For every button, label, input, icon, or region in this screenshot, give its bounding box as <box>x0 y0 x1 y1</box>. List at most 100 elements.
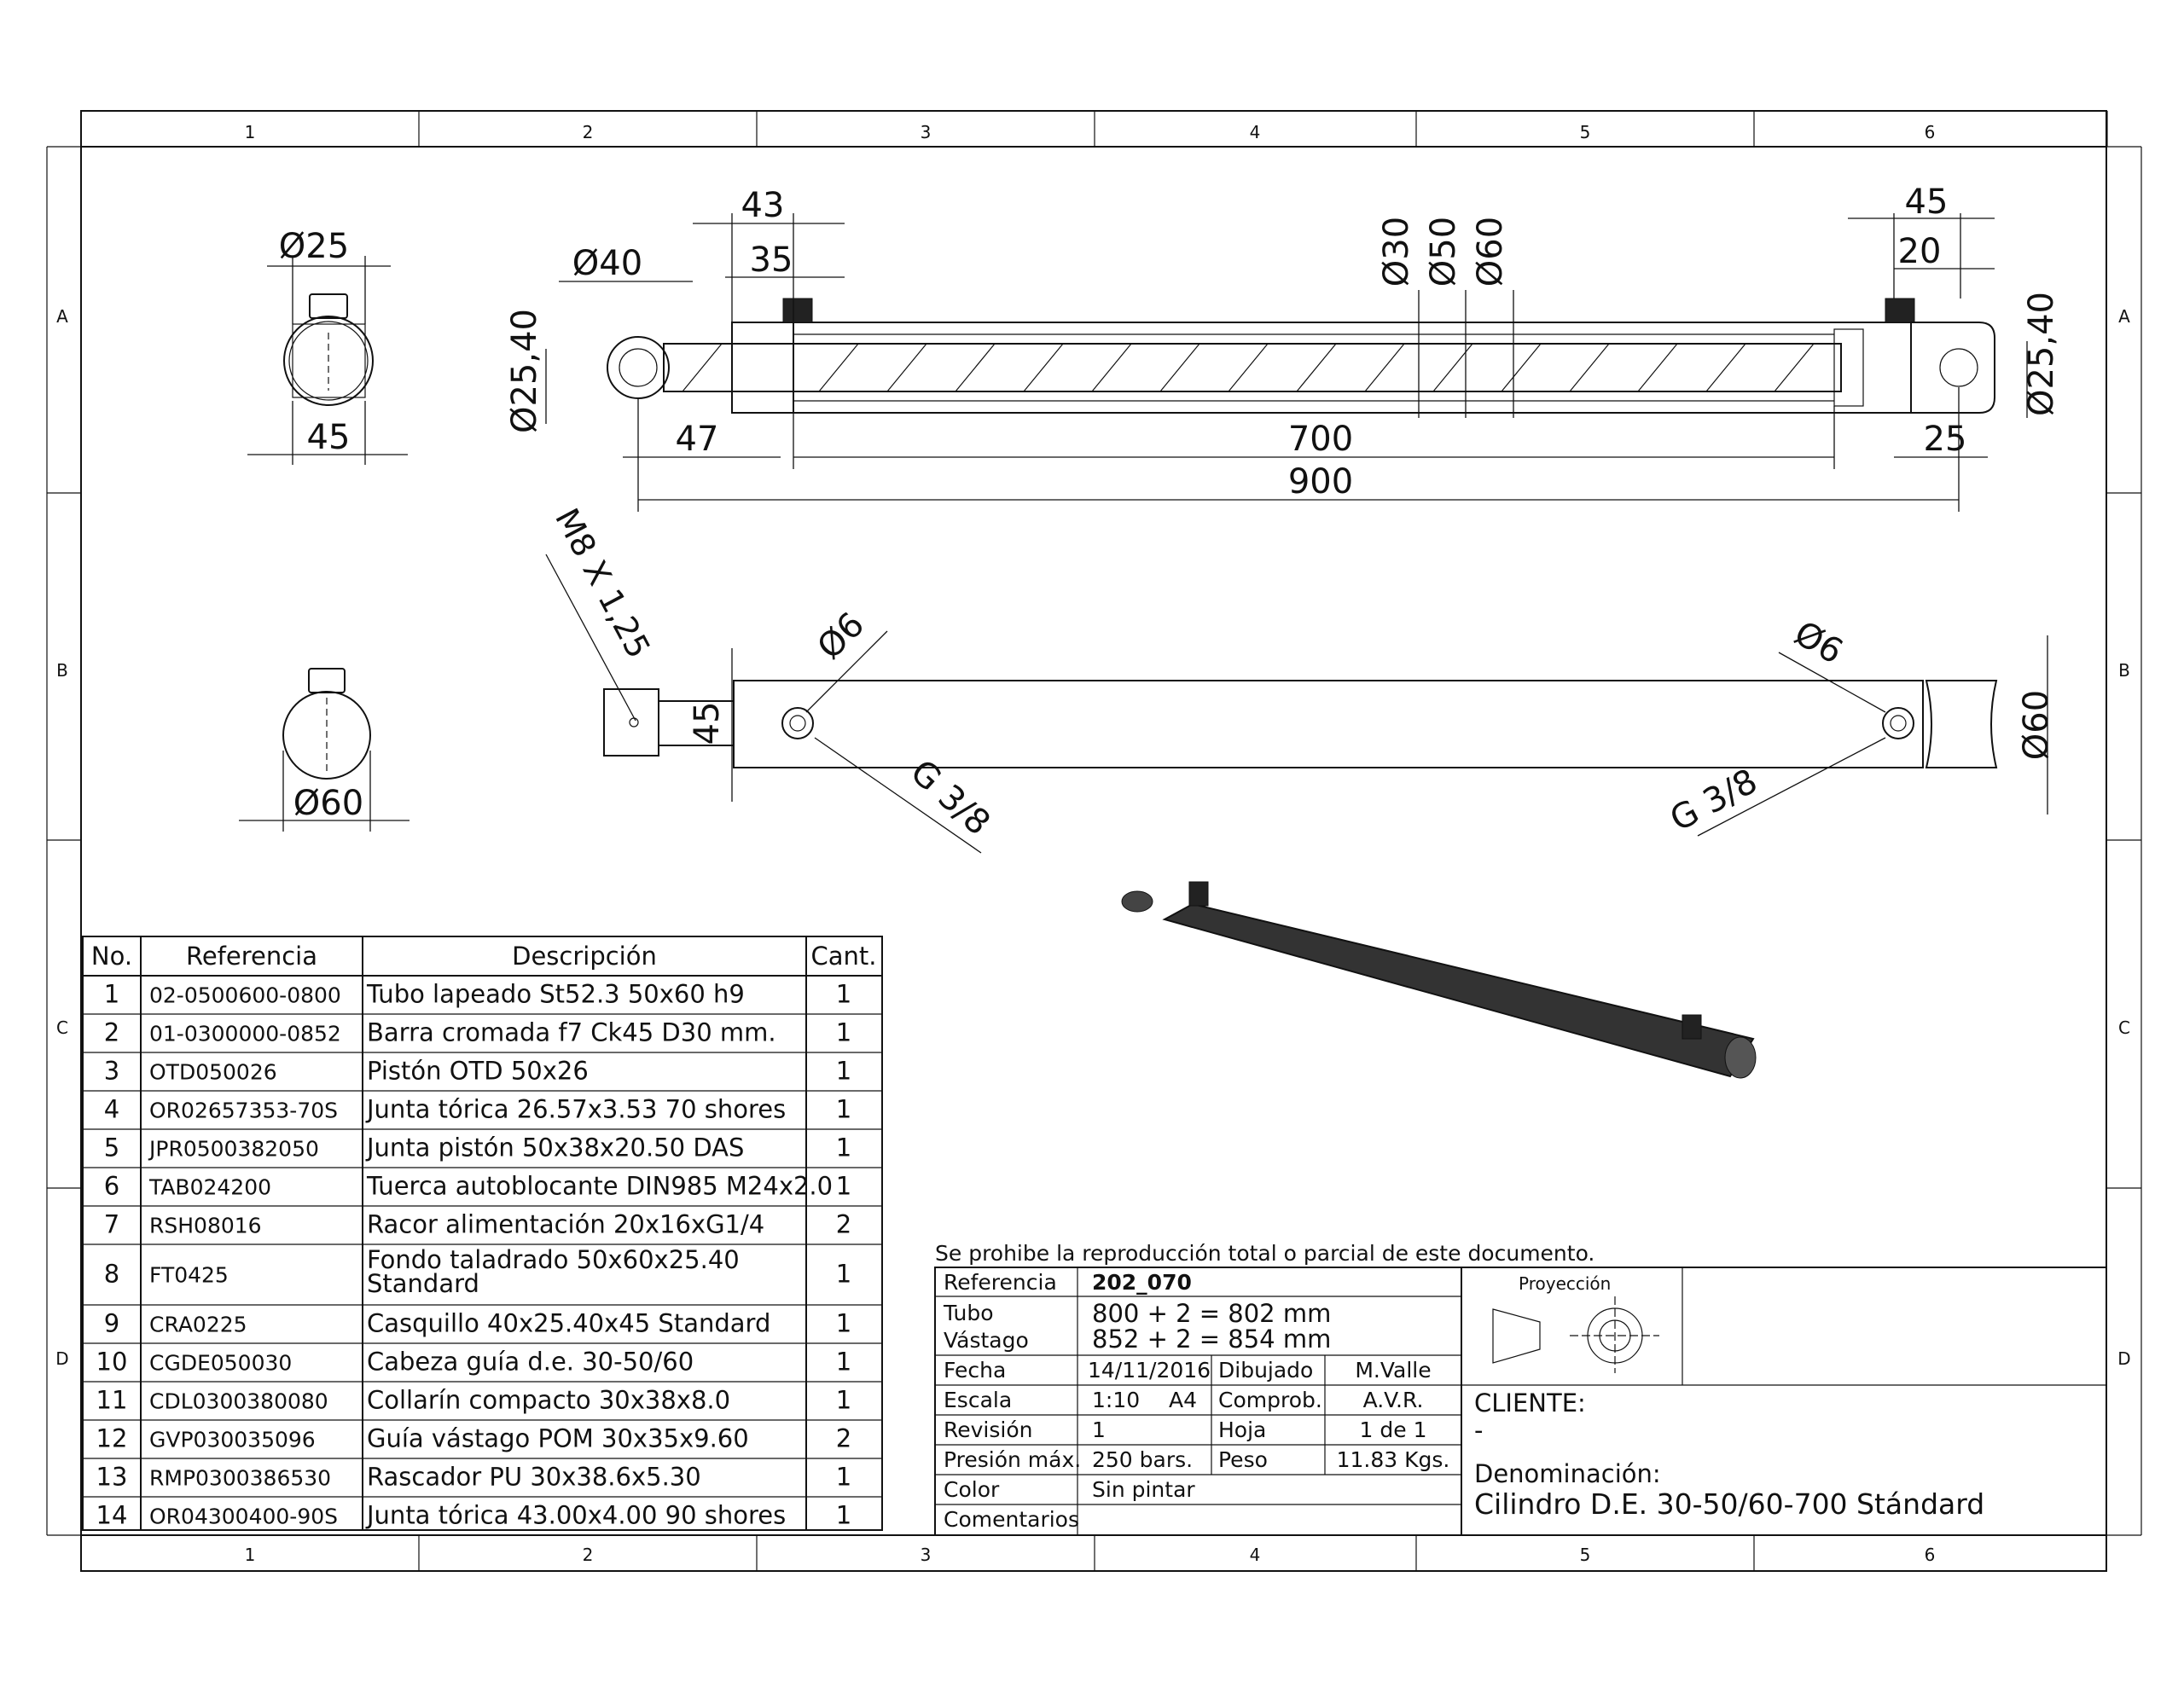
zone-col-5-top: 5 <box>1580 122 1591 142</box>
bom-cell: 1 <box>836 980 851 1009</box>
dim-700: 700 <box>1288 420 1353 459</box>
zone-col-3-top: 3 <box>921 122 932 142</box>
bom-cell: GVP030035096 <box>149 1428 316 1452</box>
zone-row-b-right: B <box>2118 660 2130 681</box>
dim-d40: Ø40 <box>572 244 642 283</box>
dim-end-45: 45 <box>307 418 351 457</box>
bom-cell: Barra cromada f7 Ck45 D30 mm. <box>367 1018 776 1047</box>
tb-color-label: Color <box>944 1477 1000 1502</box>
tb-color-value: Sin pintar <box>1092 1477 1195 1502</box>
dim-d50: Ø50 <box>1424 217 1463 287</box>
bom-cell: 02-0500600-0800 <box>149 983 341 1008</box>
bom-cell: 2 <box>836 1210 851 1239</box>
label-thread: M8 X 1,25 <box>548 502 658 664</box>
bom-cell: 1 <box>836 1172 851 1201</box>
bom-cell: Junta tórica 26.57x3.53 70 shores <box>365 1095 786 1124</box>
tb-notice: Se prohibe la reproducción total o parci… <box>935 1241 1594 1266</box>
bom-cell: 1 <box>836 1386 851 1415</box>
tb-dibujado-label: Dibujado <box>1218 1358 1313 1383</box>
tb-cliente-label: CLIENTE: <box>1474 1388 1586 1417</box>
bom-cell: TAB024200 <box>148 1175 271 1200</box>
title-block: Se prohibe la reproducción total o parci… <box>934 1241 2107 1536</box>
isometric-view <box>1121 881 1757 1079</box>
dim-900: 900 <box>1288 462 1353 501</box>
bom-cell: RMP0300386530 <box>149 1466 331 1491</box>
dim-d25: Ø25 <box>279 227 349 266</box>
bom-cell: 1 <box>836 1348 851 1377</box>
bom-header-qty: Cant. <box>811 942 877 971</box>
tb-cliente-value: - <box>1474 1416 1483 1445</box>
bom-cell: Cabeza guía d.e. 30-50/60 <box>367 1348 694 1377</box>
bom-cell: FT0425 <box>149 1263 229 1288</box>
zone-labels: 1 2 3 4 5 6 1 2 3 4 5 6 A B C D A B C D <box>55 122 2130 1565</box>
tb-denominacion-value: Cilindro D.E. 30-50/60-700 Stándard <box>1474 1487 1984 1521</box>
bom-cell: Guía vástago POM 30x35x9.60 <box>367 1424 749 1453</box>
bom-cell: 1 <box>836 1057 851 1086</box>
bom-cell: RSH08016 <box>149 1214 262 1238</box>
bom-cell: 4 <box>104 1095 119 1124</box>
bom-cell: JPR0500382050 <box>148 1137 319 1162</box>
tb-hoja-value: 1 de 1 <box>1360 1417 1427 1442</box>
end-view-barrel: Ø60 <box>239 668 410 832</box>
tb-fecha-value: 14/11/2016 <box>1088 1358 1211 1383</box>
zone-col-2-top: 2 <box>583 122 594 142</box>
zone-row-d-right: D <box>2117 1348 2130 1369</box>
bom-cell: 7 <box>104 1210 119 1239</box>
bom-cell: 13 <box>96 1463 128 1492</box>
zone-col-4-bottom: 4 <box>1250 1545 1261 1565</box>
zone-col-6-bottom: 6 <box>1925 1545 1936 1565</box>
bom-header-desc: Descripción <box>512 942 657 971</box>
bom-cell: 1 <box>836 1133 851 1162</box>
tb-fecha-label: Fecha <box>944 1358 1006 1383</box>
bom-cell: 8 <box>104 1260 119 1289</box>
bom-cell: Racor alimentación 20x16xG1/4 <box>367 1210 764 1239</box>
bom-cell: 5 <box>104 1133 119 1162</box>
bom-cell: OR04300400-90S <box>149 1504 338 1529</box>
zone-col-6-top: 6 <box>1925 122 1936 142</box>
dim-35: 35 <box>750 241 793 280</box>
dim-d30: Ø30 <box>1377 217 1416 287</box>
tb-tubo-value: 800 + 2 = 802 mm <box>1092 1299 1331 1328</box>
dim-d60: Ø60 <box>1471 217 1510 287</box>
bom-cell: 1 <box>836 1260 851 1289</box>
zone-col-3-bottom: 3 <box>921 1545 932 1565</box>
bom-header-ref: Referencia <box>186 942 317 971</box>
zone-row-a-right: A <box>2118 306 2130 327</box>
bom-cell: 14 <box>96 1501 128 1530</box>
dim-side-d60: Ø60 <box>2017 690 2056 760</box>
bom-cell: OTD050026 <box>149 1060 277 1085</box>
bom-cell: 1 <box>836 1309 851 1338</box>
bom-cell: Rascador PU 30x38.6x5.30 <box>367 1463 701 1492</box>
bom-cell: Pistón OTD 50x26 <box>367 1057 589 1086</box>
tb-escala-value: 1:10 <box>1092 1388 1140 1412</box>
dim-side-45: 45 <box>688 702 727 745</box>
tb-proyeccion-label: Proyección <box>1519 1273 1611 1294</box>
dim-side-port-left: G 3/8 <box>903 752 997 844</box>
tb-revision-label: Revisión <box>944 1417 1032 1442</box>
dim-right-45: 45 <box>1905 183 1949 222</box>
dim-side-d6-left: Ø6 <box>810 605 872 667</box>
bom-cell: Junta pistón 50x38x20.50 DAS <box>365 1133 744 1162</box>
tb-presion-label: Presión máx. <box>944 1447 1081 1472</box>
bom-cell: CDL0300380080 <box>149 1389 328 1414</box>
tb-peso-label: Peso <box>1218 1447 1268 1472</box>
dim-47: 47 <box>676 420 719 459</box>
bom-cell: 1 <box>836 1463 851 1492</box>
tb-peso-value: 11.83 Kgs. <box>1337 1447 1450 1472</box>
bom-cell: CRA0225 <box>149 1313 247 1337</box>
dim-end-d60: Ø60 <box>293 784 363 823</box>
tb-tubo-label: Tubo <box>943 1301 993 1325</box>
zone-col-1-bottom: 1 <box>245 1545 256 1565</box>
tb-denominacion-label: Denominación: <box>1474 1459 1661 1488</box>
bom-cell: 01-0300000-0852 <box>149 1022 341 1046</box>
tb-vastago-label: Vástago <box>944 1328 1029 1353</box>
bom-cell: 12 <box>96 1424 128 1453</box>
bom-cell: 2 <box>104 1018 119 1047</box>
side-view: 45 M8 X 1,25 Ø6 G 3/8 Ø6 G 3/8 Ø60 <box>545 502 2056 854</box>
dim-right-20: 20 <box>1898 232 1942 271</box>
bom-cell: 10 <box>96 1348 128 1377</box>
section-view: 43 35 Ø40 Ø30 Ø50 Ø60 45 20 Ø25,40 Ø25,4… <box>505 183 2061 512</box>
dim-d2540-left: Ø25,40 <box>505 309 544 433</box>
